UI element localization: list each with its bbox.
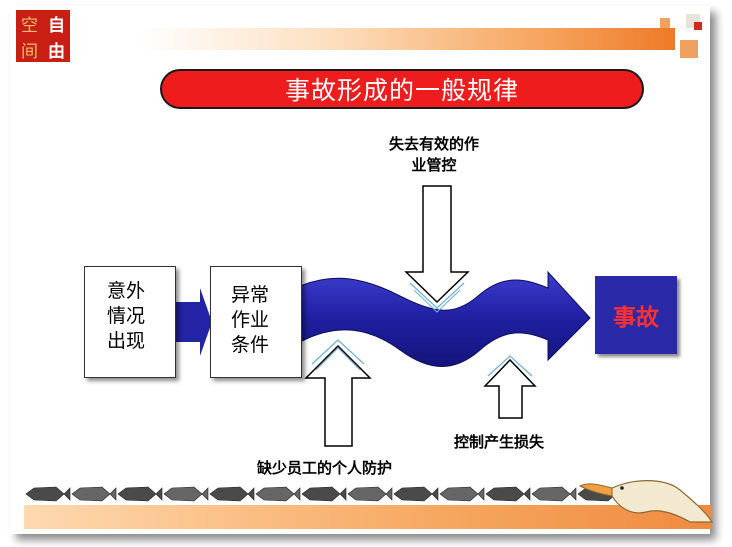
- label-lack-protection: 缺少员工的个人防护: [257, 459, 393, 477]
- fish-border-decoration: [25, 486, 622, 502]
- box-line: 出现: [107, 330, 146, 352]
- fish-icon: [439, 486, 485, 502]
- box-line: 情况: [107, 305, 146, 327]
- fish-icon: [393, 486, 439, 502]
- fish-icon: [301, 486, 347, 502]
- fish-icon: [25, 486, 71, 502]
- up-arrow-icon: [483, 358, 537, 419]
- fish-icon: [71, 486, 117, 502]
- fish-icon: [485, 486, 531, 502]
- fish-icon: [209, 486, 255, 502]
- fish-icon: [163, 486, 209, 502]
- unexpected-situation-box: 意外 情况 出现: [84, 266, 176, 378]
- label-lose-control: 失去有效的作 业管控: [372, 134, 496, 176]
- logo-char: 由: [48, 41, 65, 62]
- header-gradient-bar: [140, 28, 675, 50]
- abnormal-condition-box: 异常 作业 条件: [210, 266, 302, 378]
- page-title: 事故形成的一般规律: [160, 69, 644, 109]
- logo-char: 自: [48, 15, 65, 36]
- fish-icon: [347, 486, 393, 502]
- decor-square: [660, 18, 670, 28]
- logo: 空 自 间 由: [16, 10, 70, 62]
- main-wave-arrow: [299, 270, 591, 367]
- fish-icon: [531, 486, 577, 502]
- box-line: 作业: [231, 309, 270, 331]
- down-arrow-icon: [404, 185, 470, 304]
- accident-box: 事故: [595, 276, 677, 354]
- footer-bar: [24, 505, 712, 529]
- box-line: 条件: [231, 334, 270, 356]
- fish-icon: [255, 486, 301, 502]
- decor-square: [680, 40, 698, 58]
- label-line: 失去有效的作: [388, 135, 479, 153]
- decor-square: [694, 22, 702, 30]
- fish-icon: [117, 486, 163, 502]
- label-control-loss: 控制产生损失: [454, 433, 545, 451]
- box-line: 异常: [231, 284, 270, 306]
- up-arrow-icon: [304, 344, 372, 447]
- box-line: 意外: [107, 280, 146, 302]
- logo-char: 空: [21, 15, 38, 36]
- logo-char: 间: [21, 41, 38, 62]
- connector-arrow: [176, 288, 212, 356]
- label-line: 业管控: [411, 156, 457, 174]
